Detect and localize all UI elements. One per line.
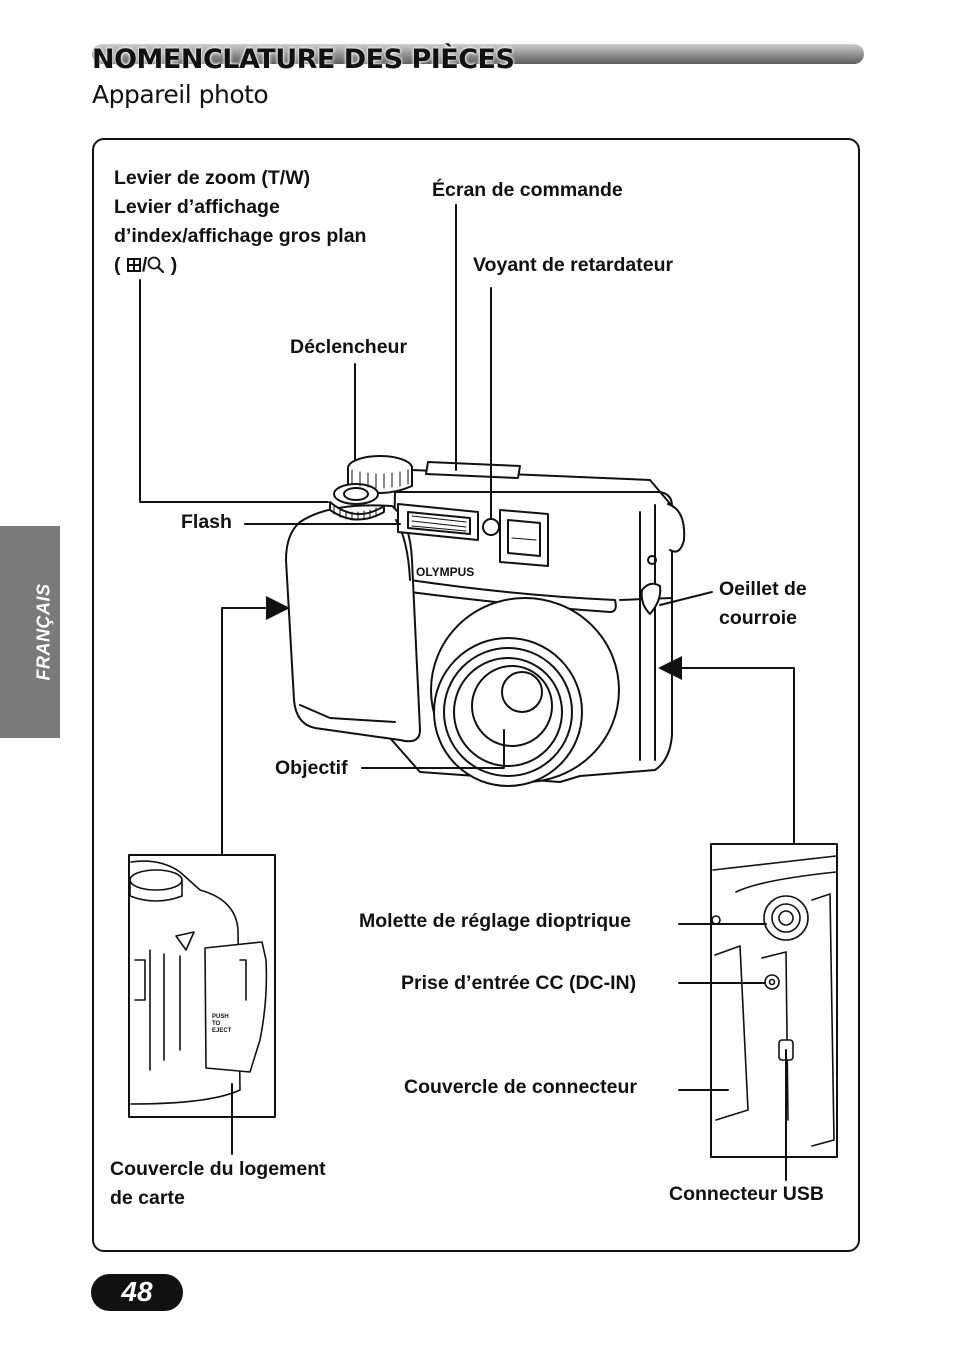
control-panel-label: Écran de commande <box>432 179 623 201</box>
shutter-button-label: Déclencheur <box>290 336 408 358</box>
page-title: NOMENCLATURE DES PIÈCES <box>92 44 515 75</box>
card-door-text-3: EJECT <box>212 1028 232 1034</box>
zoom-lever-label-line-3: d’index/affichage gros plan <box>114 225 367 247</box>
flash-label: Flash <box>181 511 232 533</box>
connector-cover-label: Couvercle de connecteur <box>404 1076 637 1098</box>
diopter-dial-label: Molette de réglage dioptrique <box>359 910 631 932</box>
zoom-lever-label: Levier de zoom (T/W) Levier d’affichage … <box>114 164 366 280</box>
icon-slash: / <box>141 254 148 276</box>
paren-close: ) <box>170 254 178 276</box>
page-subtitle: Appareil photo <box>92 80 269 109</box>
header-bar <box>92 44 864 64</box>
zoom-lever-label-line-4: ( / ) <box>114 251 366 280</box>
connector-drawing <box>711 855 837 1147</box>
card-cover-label: Couvercle du logement de carte <box>110 1155 326 1213</box>
self-timer-lamp-label: Voyant de retardateur <box>473 254 674 276</box>
card-door-text-1: PUSH <box>212 1014 229 1020</box>
language-side-tab: FRANÇAIS <box>0 526 60 738</box>
index-grid-icon <box>126 258 141 272</box>
brand-logo: OLYMPUS <box>416 565 474 579</box>
page-number: 48 <box>121 1276 153 1307</box>
lens-label: Objectif <box>275 757 348 779</box>
shutter-dial <box>329 455 413 521</box>
card-cover-drawing <box>129 860 268 1105</box>
side-dial <box>667 503 686 553</box>
page-number-badge: 48 <box>91 1274 183 1311</box>
strap-eyelet-label: Oeillet de courroie <box>719 575 807 633</box>
viewfinder-window <box>499 509 549 567</box>
zoom-lever-label-line-1: Levier de zoom (T/W) <box>114 167 311 189</box>
strap-eyelet-label-line-1: Oeillet de <box>719 578 807 600</box>
card-door-text-2: TO <box>212 1021 221 1027</box>
strap-eyelet <box>640 582 662 615</box>
diagram-frame <box>92 138 860 1252</box>
magnifier-icon <box>147 256 165 274</box>
card-cover-label-line-1: Couvercle du logement <box>110 1158 326 1180</box>
arrow-connector <box>658 656 682 680</box>
arrow-card-cover <box>266 596 290 620</box>
zoom-lever-label-line-2: Levier d’affichage <box>114 196 280 218</box>
dc-in-jack-label: Prise d’entrée CC (DC-IN) <box>401 972 637 994</box>
lens <box>430 597 620 787</box>
self-timer-lamp <box>482 518 500 536</box>
camera-grip <box>285 504 421 743</box>
strap-eyelet-label-line-2: courroie <box>719 607 798 629</box>
connector-inset <box>710 843 838 1158</box>
card-cover-label-line-2: de carte <box>110 1187 185 1209</box>
paren-open: ( <box>114 254 121 276</box>
control-panel <box>425 461 521 479</box>
leader-lines <box>139 204 795 1181</box>
flash-unit <box>397 503 479 541</box>
usb-connector-label: Connecteur USB <box>669 1183 824 1205</box>
